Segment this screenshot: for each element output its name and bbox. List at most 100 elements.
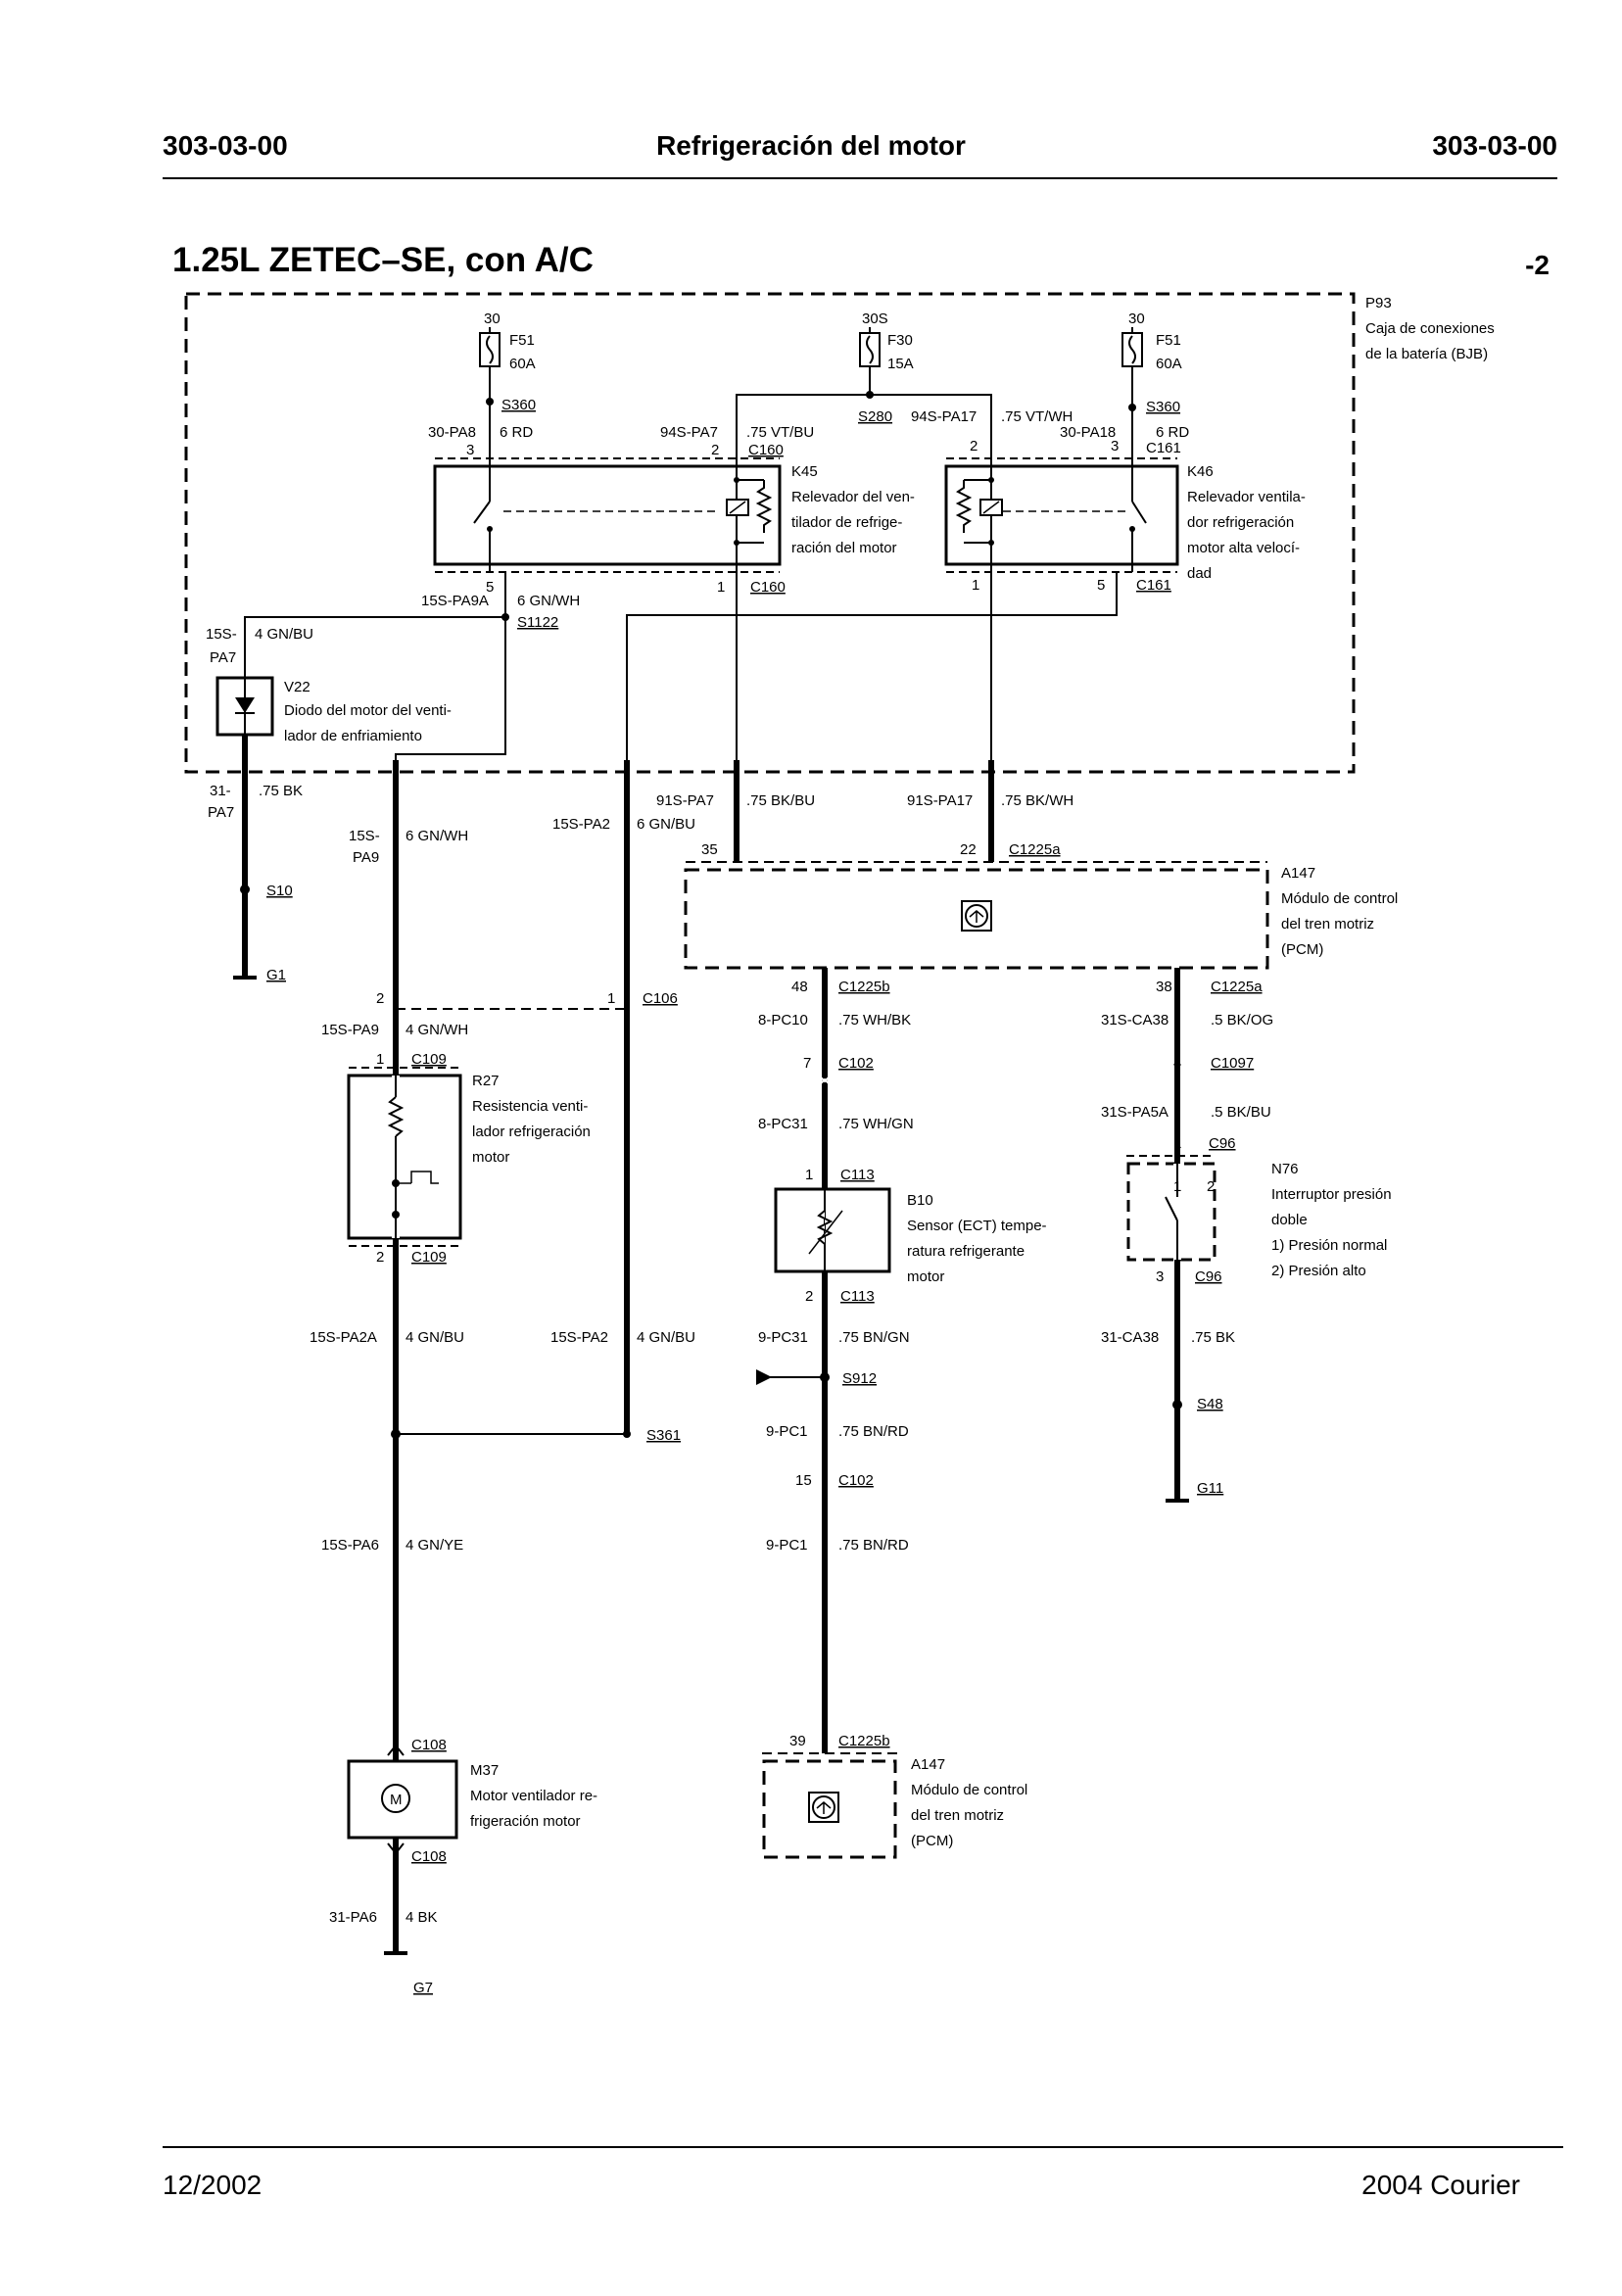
connector-arrow xyxy=(816,1073,834,1088)
wire-label-9-pc1: 9-PC1 xyxy=(766,1423,808,1440)
diode-v22: V22 Diodo del motor del venti- lador de … xyxy=(215,676,452,744)
fuse-f51-right: 30 F51 60A xyxy=(1121,311,1182,411)
wire-label-8-pc31: 8-PC31 xyxy=(758,1116,808,1132)
svg-text:60A: 60A xyxy=(509,356,536,372)
ground-g1: G1 xyxy=(266,967,286,983)
connector-c106: C106 xyxy=(643,990,678,1007)
wire-label-6-gn-wh: 6 GN/WH xyxy=(517,593,580,609)
svg-text:C108: C108 xyxy=(411,1848,447,1865)
wire-label-9-pc1: 9-PC1 xyxy=(766,1537,808,1554)
svg-text:F51: F51 xyxy=(1156,332,1181,349)
pin-label: 3 xyxy=(466,442,474,458)
bjb-box xyxy=(184,292,1356,774)
svg-text:ración del motor: ración del motor xyxy=(791,540,897,556)
pin-label: 2 xyxy=(376,1249,384,1266)
pin-label: 4 xyxy=(1173,1055,1181,1072)
connector-c160-bottom: C160 xyxy=(750,579,786,596)
wire-label-31: 31- xyxy=(210,783,231,799)
svg-text:motor: motor xyxy=(907,1268,944,1285)
header-title: Refrigeración del motor xyxy=(656,130,966,161)
wire-label-75-bk-wh: .75 BK/WH xyxy=(1001,792,1073,809)
connector-c161-bottom: C161 xyxy=(1136,577,1171,594)
svg-text:del tren motriz: del tren motriz xyxy=(911,1807,1004,1824)
bjb-desc-1: Caja de conexiones xyxy=(1365,320,1495,337)
svg-text:(PCM): (PCM) xyxy=(1281,941,1323,958)
wire-label-4-gn-ye: 4 GN/YE xyxy=(406,1537,463,1554)
wire-label-pa7: PA7 xyxy=(210,649,236,666)
switch-n76: 1 2 N76 Interruptor presión doble 1) Pre… xyxy=(1126,1155,1392,1279)
relay-k46: K46 Relevador ventila- dor refrigeración… xyxy=(944,457,1306,582)
splice-s48: S48 xyxy=(1197,1396,1223,1412)
diagram-title: 1.25L ZETEC–SE, con A/C xyxy=(172,241,594,279)
svg-text:K45: K45 xyxy=(791,463,818,480)
wire-label-15s-pa9: 15S-PA9 xyxy=(321,1022,379,1038)
svg-text:ratura refrigerante: ratura refrigerante xyxy=(907,1243,1025,1260)
wire-label-75-wh-gn: .75 WH/GN xyxy=(838,1116,914,1132)
svg-text:V22: V22 xyxy=(284,679,310,695)
connector-c1225a-top: C1225a xyxy=(1009,841,1061,858)
connector-c1225b-top: C1225b xyxy=(838,979,890,995)
wire-label-4-gn-wh: 4 GN/WH xyxy=(406,1022,468,1038)
footer-date: 12/2002 xyxy=(163,2170,262,2200)
svg-text:lador de enfriamiento: lador de enfriamiento xyxy=(284,728,422,744)
svg-text:15A: 15A xyxy=(887,356,914,372)
connector-c1225a-bottom: C1225a xyxy=(1211,979,1263,995)
wire-label-9-pc31: 9-PC31 xyxy=(758,1329,808,1346)
svg-text:del tren motriz: del tren motriz xyxy=(1281,916,1374,933)
svg-text:A147: A147 xyxy=(911,1756,945,1773)
svg-text:Resistencia venti-: Resistencia venti- xyxy=(472,1098,588,1115)
pin-label: 15 xyxy=(795,1472,812,1489)
wire-label-31s-pa5a: 31S-PA5A xyxy=(1101,1104,1169,1121)
wire-label-75-bk: .75 BK xyxy=(259,783,303,799)
svg-text:Módulo de control: Módulo de control xyxy=(911,1782,1027,1798)
svg-text:tilador de refrige-: tilador de refrige- xyxy=(791,514,902,531)
pin-label: 48 xyxy=(791,979,808,995)
splice-dot xyxy=(1172,1400,1182,1410)
splice-s10: S10 xyxy=(266,883,293,899)
svg-text:Motor ventilador re-: Motor ventilador re- xyxy=(470,1788,597,1804)
svg-text:R27: R27 xyxy=(472,1073,500,1089)
pin-label: 39 xyxy=(789,1733,806,1749)
fuse-f30: 30S F30 15A xyxy=(859,311,914,399)
splice-s280: S280 xyxy=(858,408,892,425)
wire-label-15s-pa2: 15S-PA2 xyxy=(552,816,610,833)
sheet-number: -2 xyxy=(1525,250,1550,280)
connector-c161-top: C161 xyxy=(1146,440,1181,456)
connector-c160-top: C160 xyxy=(748,442,784,458)
svg-text:60A: 60A xyxy=(1156,356,1182,372)
wire-label-15s-pa9a: 15S-PA9A xyxy=(421,593,489,609)
wire-15s-pa7 xyxy=(244,616,505,678)
pin-label: 1 xyxy=(805,1167,813,1183)
pin-label: 5 xyxy=(1097,577,1105,594)
svg-text:1: 1 xyxy=(1173,1178,1181,1195)
svg-text:doble: doble xyxy=(1271,1212,1308,1228)
wire-label-15s-pa2a: 15S-PA2A xyxy=(310,1329,377,1346)
connector-c1097: C1097 xyxy=(1211,1055,1254,1072)
svg-text:N76: N76 xyxy=(1271,1161,1299,1177)
wire-label-94s-pa7: 94S-PA7 xyxy=(660,424,718,441)
wire-label-75-bn-gn: .75 BN/GN xyxy=(838,1329,910,1346)
svg-text:Sensor (ECT) tempe-: Sensor (ECT) tempe- xyxy=(907,1218,1047,1234)
wire-label-75-bn-rd: .75 BN/RD xyxy=(838,1537,909,1554)
wire-label-31-pa6: 31-PA6 xyxy=(329,1909,377,1926)
pcm-module-top: A147 Módulo de control del tren motriz (… xyxy=(684,861,1398,970)
svg-text:1) Presión normal: 1) Presión normal xyxy=(1271,1237,1387,1254)
ground-g7: G7 xyxy=(413,1980,433,1996)
splice-s1122: S1122 xyxy=(517,614,558,631)
connector-c109-top: C109 xyxy=(411,1051,447,1068)
wire-label-30-pa8: 30-PA8 xyxy=(428,424,476,441)
pin-label: 35 xyxy=(701,841,718,858)
wire-label-15s-pa6: 15S-PA6 xyxy=(321,1537,379,1554)
wire-label-5-bk-og: .5 BK/OG xyxy=(1211,1012,1273,1028)
svg-text:motor: motor xyxy=(472,1149,509,1166)
svg-text:30: 30 xyxy=(484,311,501,327)
svg-text:motor alta velocí-: motor alta velocí- xyxy=(1187,540,1300,556)
connector-c1225b-bottom: C1225b xyxy=(838,1733,890,1749)
wire-label-6-rd: 6 RD xyxy=(500,424,533,441)
svg-text:Interruptor presión: Interruptor presión xyxy=(1271,1186,1392,1203)
svg-text:Relevador ventila-: Relevador ventila- xyxy=(1187,489,1306,505)
wire-k46-pin5 xyxy=(626,572,1118,760)
svg-text:(PCM): (PCM) xyxy=(911,1833,953,1849)
